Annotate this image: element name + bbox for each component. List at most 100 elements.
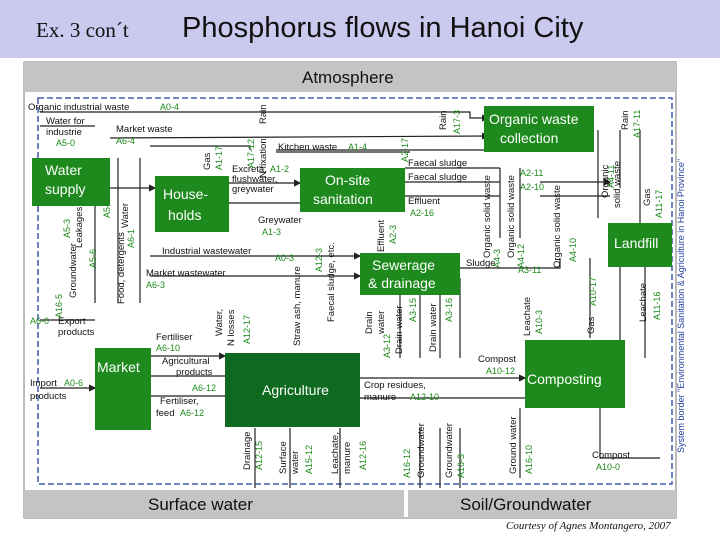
flow-v-a217: A2-17 [400,138,410,162]
flow-v-gas3: Gas [586,316,597,334]
flow-v-surface-water2: water [290,451,301,475]
flow-code-a311: A3-11 [518,265,541,275]
flow-v-a53: A5-3 [62,219,72,238]
organic-waste-collection-box [484,106,594,152]
agriculture-box [225,353,360,427]
flow-v-groundwater3: Groundwater [444,423,455,478]
flow-v-a410: A4-10 [568,238,578,262]
flow-greywater: Greywater [258,215,302,226]
flow-code-a04: A0-4 [160,102,179,112]
flow-v-a1612: A16-12 [402,449,412,478]
flow-compost-2: Compost [592,450,630,461]
flow-code-a1012: A10-12 [486,366,515,376]
sewerage-line2: & drainage [368,275,436,291]
flow-v-effluent: Effluent [376,220,387,252]
flow-market-waste: Market waste [116,124,173,135]
flow-code-a612b: A6-12 [180,408,204,418]
flow-kitchen-waste: Kitchen waste [278,142,337,153]
flow-v-water-nloss2: N losses [226,309,237,346]
composting-box [525,340,625,408]
surface-water-label: Surface water [148,495,253,514]
flow-fert-feed-1: Fertiliser, [160,396,199,407]
flow-code-a63: A6-3 [146,280,165,290]
flow-v-groundwater2: Groundwater [416,423,427,478]
flow-v-food: Food, detergents [116,232,127,304]
flow-agri-products-1: Agricultural [162,356,210,367]
flow-v-rain1: Rain [258,104,269,124]
example-label: Ex. 3 con´t [36,18,129,42]
flow-market-ww: Market wastewater [146,268,226,279]
flow-faecal-sludge-2: Faecal sludge [408,172,467,183]
flow-code-a06: A0-6 [64,378,83,388]
flow-v-a61: A6-1 [126,229,136,248]
flow-code-a13: A1-3 [262,227,281,237]
flow-v-water-nloss1: Water, [214,309,225,336]
onsite-line2: sanitation [313,191,373,207]
flow-v-a1610: A16-10 [524,445,534,474]
flow-v-a516: A16-5 [54,294,64,318]
organic-waste-line2: collection [500,130,558,146]
image-credit: Courtesy of Agnes Montangero, 2007 [506,520,671,532]
system-border [37,97,673,485]
flow-v-surface-water1: Surface [278,441,289,474]
landfill-box [608,223,672,267]
onsite-line1: On-site [325,172,370,188]
flow-v-a43: A4-3 [492,249,502,268]
water-supply-box [32,158,110,206]
flow-code-a100: A10-0 [596,462,620,472]
flow-v-a315: A3-15 [408,298,418,322]
slide-header: Ex. 3 con´t Phosphorus flows in Hanoi Ci… [0,0,720,58]
flow-v-org-solid1: Organic solid waste [482,175,493,258]
flow-v-a57: A5-7 [102,199,112,218]
flow-code-a03: A0-3 [275,253,294,263]
flow-v-org-solid2a: Organic [600,164,611,198]
flow-sludge: Sludge [466,258,496,269]
system-border-label: System border "Environmental Sanitation … [676,159,686,453]
flow-v-rain2: Rain [438,110,449,130]
soil-groundwater-band [408,490,676,518]
flow-v-rain3: Rain [620,110,631,130]
flow-v-a312: A3-12 [382,334,392,358]
flow-v-drainage: Drainage [242,431,253,470]
onsite-sanitation-box [300,168,405,212]
flow-code-a12: A1-2 [270,164,289,174]
flow-v-a23: A2-3 [388,225,398,244]
flow-v-org-solid4: Organic solid waste [552,185,563,268]
flow-import: Import [30,378,57,389]
flow-v-a1116: A11-16 [652,292,662,320]
slide-title: Phosphorus flows in Hanoi City [182,12,584,44]
sewerage-drainage-box [360,253,460,295]
atmosphere-band [24,62,676,92]
flow-import-products: products [30,391,67,402]
flow-org-ind-waste: Organic industrial waste [28,102,129,113]
flow-v-a412: A4-12 [516,244,526,268]
flow-v-a1217: A12-17 [242,315,252,344]
water-supply-line1: Water [45,162,82,178]
landfill-label: Landfill [614,235,658,251]
flow-v-org-solid2b: solid waste [612,161,623,208]
agriculture-label: Agriculture [262,382,329,398]
flow-code-a612: A6-12 [192,383,216,393]
market-label: Market [97,359,140,375]
flow-water-industrie-2: industrie [46,127,82,138]
flow-code-a1210: A12-10 [410,392,439,402]
flow-crop-res-1: Crop residues, [364,380,426,391]
flow-v-a173: A17-3 [452,110,462,134]
flow-v-a1017: A10-17 [588,277,598,306]
flow-v-straw: Straw ash, manure [292,266,303,346]
flow-v-a1512: A15-12 [304,445,314,474]
flow-code-a60: A6-0 [30,316,49,326]
flow-v-a1215: A12-15 [254,441,264,470]
flow-fert-feed-2: feed [156,408,175,419]
flow-v-drain-water2: Drain water [394,305,405,354]
composting-label: Composting [527,371,602,387]
water-supply-line2: supply [45,181,85,197]
flow-crop-res-2: manure [364,392,396,403]
flow-export-1: Export [58,316,86,327]
flow-water-industrie-1: Water for [46,116,85,127]
flow-code-a610: A6-10 [156,343,180,353]
flow-code-a50: A5-0 [56,138,75,148]
flow-v-a56: A5-6 [88,249,98,268]
flow-lines [40,111,660,488]
flow-v-ground4: Ground water [508,416,519,474]
